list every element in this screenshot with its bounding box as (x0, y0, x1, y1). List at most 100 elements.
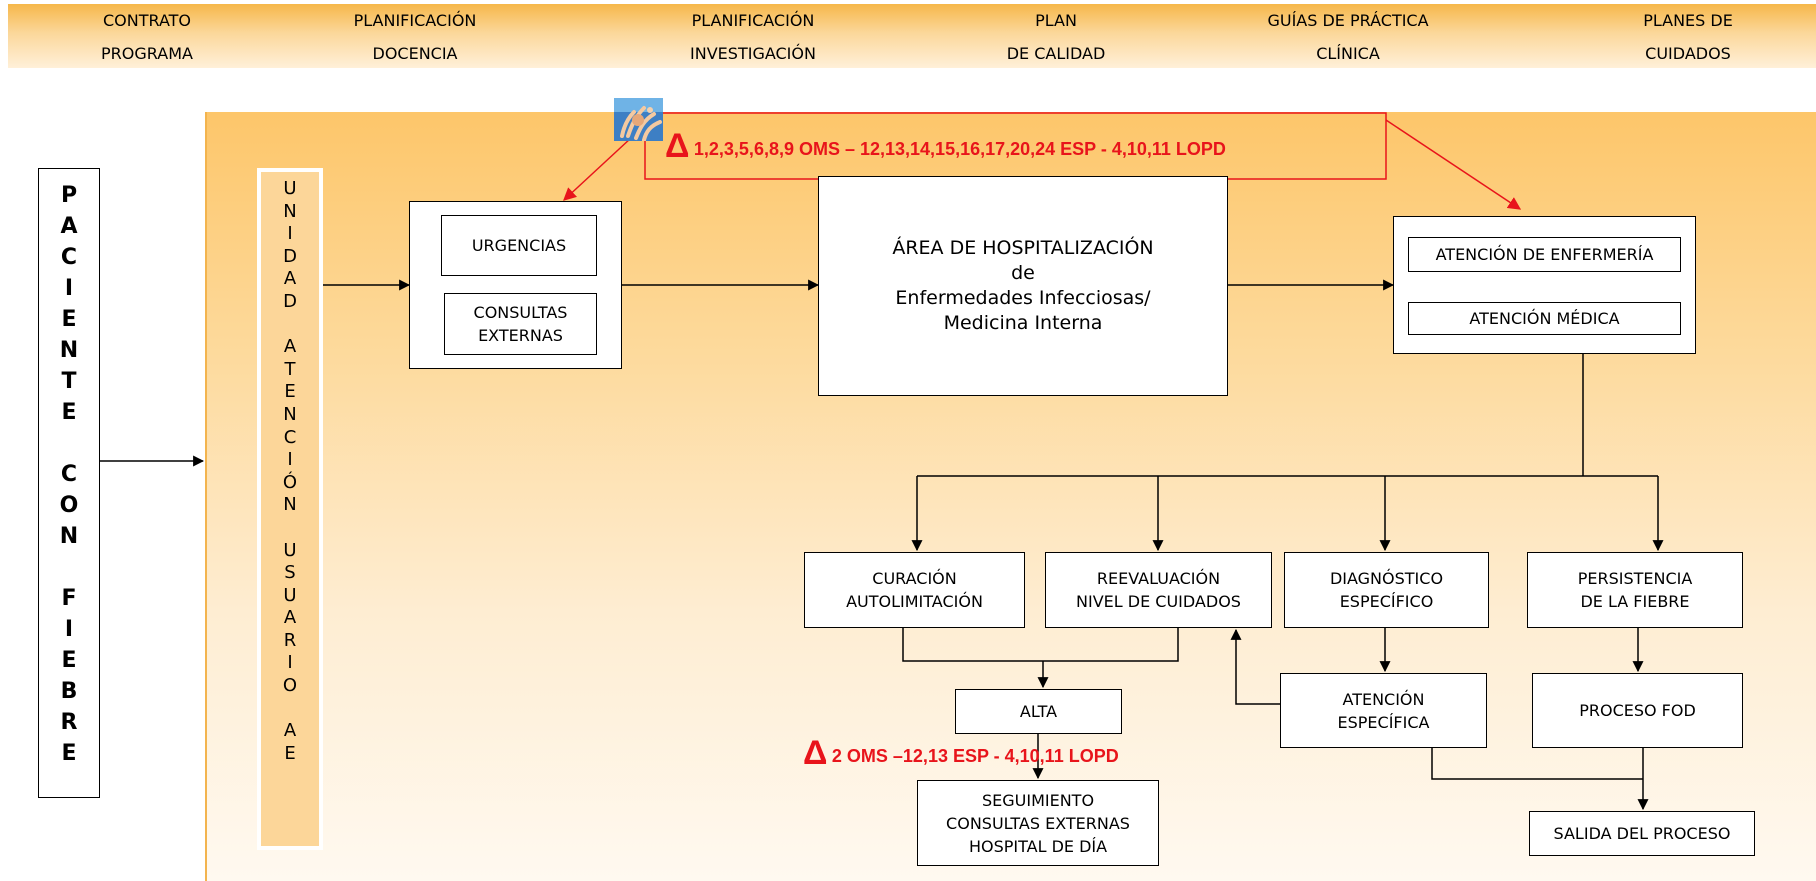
nav-item-line: DOCENCIA (372, 44, 458, 63)
red-arrow-to-entry (563, 137, 632, 201)
hands-logo-icon (614, 98, 663, 141)
uau-letter: A (283, 607, 297, 629)
top-requirements-text: 1,2,3,5,6,8,9 OMS – 12,13,14,15,16,17,20… (693, 139, 1226, 159)
urgencias-box[interactable]: URGENCIAS (441, 215, 597, 276)
atencion-medica-box[interactable]: ATENCIÓN MÉDICA (1408, 302, 1681, 335)
patient-letter: N (59, 524, 79, 549)
nav-item-line: PLANIFICACIÓN (691, 11, 815, 30)
patient-letter: B (60, 679, 78, 704)
uau-letter: C (283, 426, 297, 448)
uau-letter: Ó (282, 471, 298, 493)
uau-letter: I (287, 652, 293, 674)
top-requirements-note: Δ 1,2,3,5,6,8,9 OMS – 12,13,14,15,16,17,… (665, 127, 1226, 166)
consultas-label-line2: EXTERNAS (478, 326, 563, 345)
uau-letter: R (283, 629, 297, 651)
seguimiento-box[interactable]: SEGUIMIENTO CONSULTAS EXTERNAS HOSPITAL … (917, 780, 1159, 866)
reevaluacion-line1: REEVALUACIÓN (1096, 569, 1221, 588)
line-curacion-merge (902, 628, 1179, 662)
patient-letter: E (61, 400, 77, 425)
uau-letter: E (284, 381, 296, 403)
nav-contrato-programa[interactable]: CONTRATO PROGRAMA (54, 4, 240, 70)
nav-item-line: DE CALIDAD (1006, 44, 1106, 63)
nav-item-line: CUIDADOS (1645, 44, 1731, 63)
alta-box[interactable]: ALTA (955, 689, 1122, 734)
nav-planificacion-docencia[interactable]: PLANIFICACIÓN DOCENCIA (320, 4, 510, 70)
nav-planificacion-investigacion[interactable]: PLANIFICACIÓN INVESTIGACIÓN (658, 4, 848, 70)
patient-box: P A C I E N T E C O N F I E B R E (38, 168, 100, 798)
patient-letter: I (64, 617, 74, 642)
area-connector: de (1011, 262, 1035, 284)
uau-letter: I (287, 449, 293, 471)
area-subtitle-2: Medicina Interna (943, 312, 1103, 334)
patient-letter: O (59, 493, 79, 518)
patient-letter: R (60, 710, 78, 735)
proceso-fod-box[interactable]: PROCESO FOD (1532, 673, 1743, 748)
patient-letter: P (60, 183, 78, 208)
seguimiento-line1: SEGUIMIENTO (981, 790, 1095, 810)
nav-plan-calidad[interactable]: PLAN DE CALIDAD (981, 4, 1131, 70)
nav-item-line: CONTRATO (102, 11, 192, 30)
uau-letter: O (282, 675, 298, 697)
consultas-externas-box[interactable]: CONSULTAS EXTERNAS (444, 293, 597, 355)
patient-letter: T (61, 369, 77, 394)
patient-letter: C (60, 462, 78, 487)
urgencias-label: URGENCIAS (471, 236, 567, 255)
persistencia-box[interactable]: PERSISTENCIA DE LA FIEBRE (1527, 552, 1743, 628)
patient-letter: A (60, 214, 78, 239)
nav-item-line: PLANIFICACIÓN (353, 11, 477, 30)
nav-planes-cuidados[interactable]: PLANES DE CUIDADOS (1598, 4, 1778, 70)
atencion-especifica-box[interactable]: ATENCIÓN ESPECÍFICA (1280, 673, 1487, 748)
uau-letter: N (283, 494, 297, 516)
seguimiento-line3: HOSPITAL DE DÍA (968, 836, 1108, 856)
diagnostico-line2: ESPECÍFICO (1339, 592, 1434, 611)
nav-item-line: PLAN (1035, 11, 1077, 30)
bottom-requirements-text: 2 OMS –12,13 ESP - 4,10,11 LOPD (831, 746, 1119, 766)
seguimiento-line2: CONSULTAS EXTERNAS (946, 813, 1130, 833)
nav-guias-practica-clinica[interactable]: GUÍAS DE PRÁCTICA CLÍNICA (1243, 4, 1453, 70)
top-navigation: CONTRATO PROGRAMA PLANIFICACIÓN DOCENCIA… (8, 4, 1816, 68)
patient-letter: I (64, 276, 74, 301)
unidad-atencion-usuario: U N I D A D A T E N C I Ó N U S U A R I … (257, 168, 323, 850)
diagnostico-box[interactable]: DIAGNÓSTICO ESPECÍFICO (1284, 552, 1489, 628)
uau-letter: U (283, 178, 297, 199)
patient-letter: N (59, 338, 79, 363)
uau-letter: D (283, 245, 297, 267)
uau-letter: A (283, 336, 297, 358)
area-hospitalizacion-box[interactable]: ÁREA DE HOSPITALIZACIÓN de Enfermedades … (818, 176, 1228, 396)
uau-letter: A (283, 268, 297, 290)
atencion-especifica-line1: ATENCIÓN (1342, 689, 1425, 709)
area-subtitle-1: Enfermedades Infecciosas/ (895, 287, 1151, 309)
delta-icon: Δ (665, 127, 690, 165)
patient-letter: F (61, 586, 77, 611)
patient-letter: E (61, 307, 77, 332)
proceso-fod-label: PROCESO FOD (1579, 701, 1696, 720)
line-especifica-merge (1431, 748, 1643, 780)
atencion-enfermeria-box[interactable]: ATENCIÓN DE ENFERMERÍA (1408, 237, 1681, 272)
alta-label: ALTA (1019, 702, 1058, 721)
uau-letter: I (287, 223, 293, 245)
bottom-requirements-note: Δ 2 OMS –12,13 ESP - 4,10,11 LOPD (803, 734, 1119, 773)
uau-letter: D (283, 290, 297, 312)
consultas-label-line1: CONSULTAS (473, 303, 568, 322)
atencion-especifica-line2: ESPECÍFICA (1337, 712, 1430, 732)
nav-item-line: GUÍAS DE PRÁCTICA (1267, 11, 1429, 30)
nav-item-line: CLÍNICA (1316, 44, 1380, 63)
nav-item-line: PLANES DE (1643, 11, 1733, 30)
uau-letter: S (284, 562, 296, 584)
patient-letter: C (60, 245, 78, 270)
salida-proceso-box[interactable]: SALIDA DEL PROCESO (1529, 811, 1755, 856)
reevaluacion-line2: NIVEL DE CUIDADOS (1076, 592, 1241, 611)
persistencia-line1: PERSISTENCIA (1577, 569, 1693, 588)
atencion-enfermeria-label: ATENCIÓN DE ENFERMERÍA (1435, 245, 1654, 264)
delta-icon: Δ (803, 734, 828, 772)
uau-letter: A (283, 720, 297, 742)
area-title: ÁREA DE HOSPITALIZACIÓN (892, 237, 1154, 259)
curacion-line1: CURACIÓN (872, 569, 957, 588)
patient-letter: E (61, 648, 77, 673)
reevaluacion-box[interactable]: REEVALUACIÓN NIVEL DE CUIDADOS (1045, 552, 1272, 628)
red-arrow-to-atencion (1385, 119, 1522, 210)
uau-letter: U (283, 539, 297, 561)
uau-letter: E (284, 742, 296, 764)
curacion-box[interactable]: CURACIÓN AUTOLIMITACIÓN (804, 552, 1025, 628)
